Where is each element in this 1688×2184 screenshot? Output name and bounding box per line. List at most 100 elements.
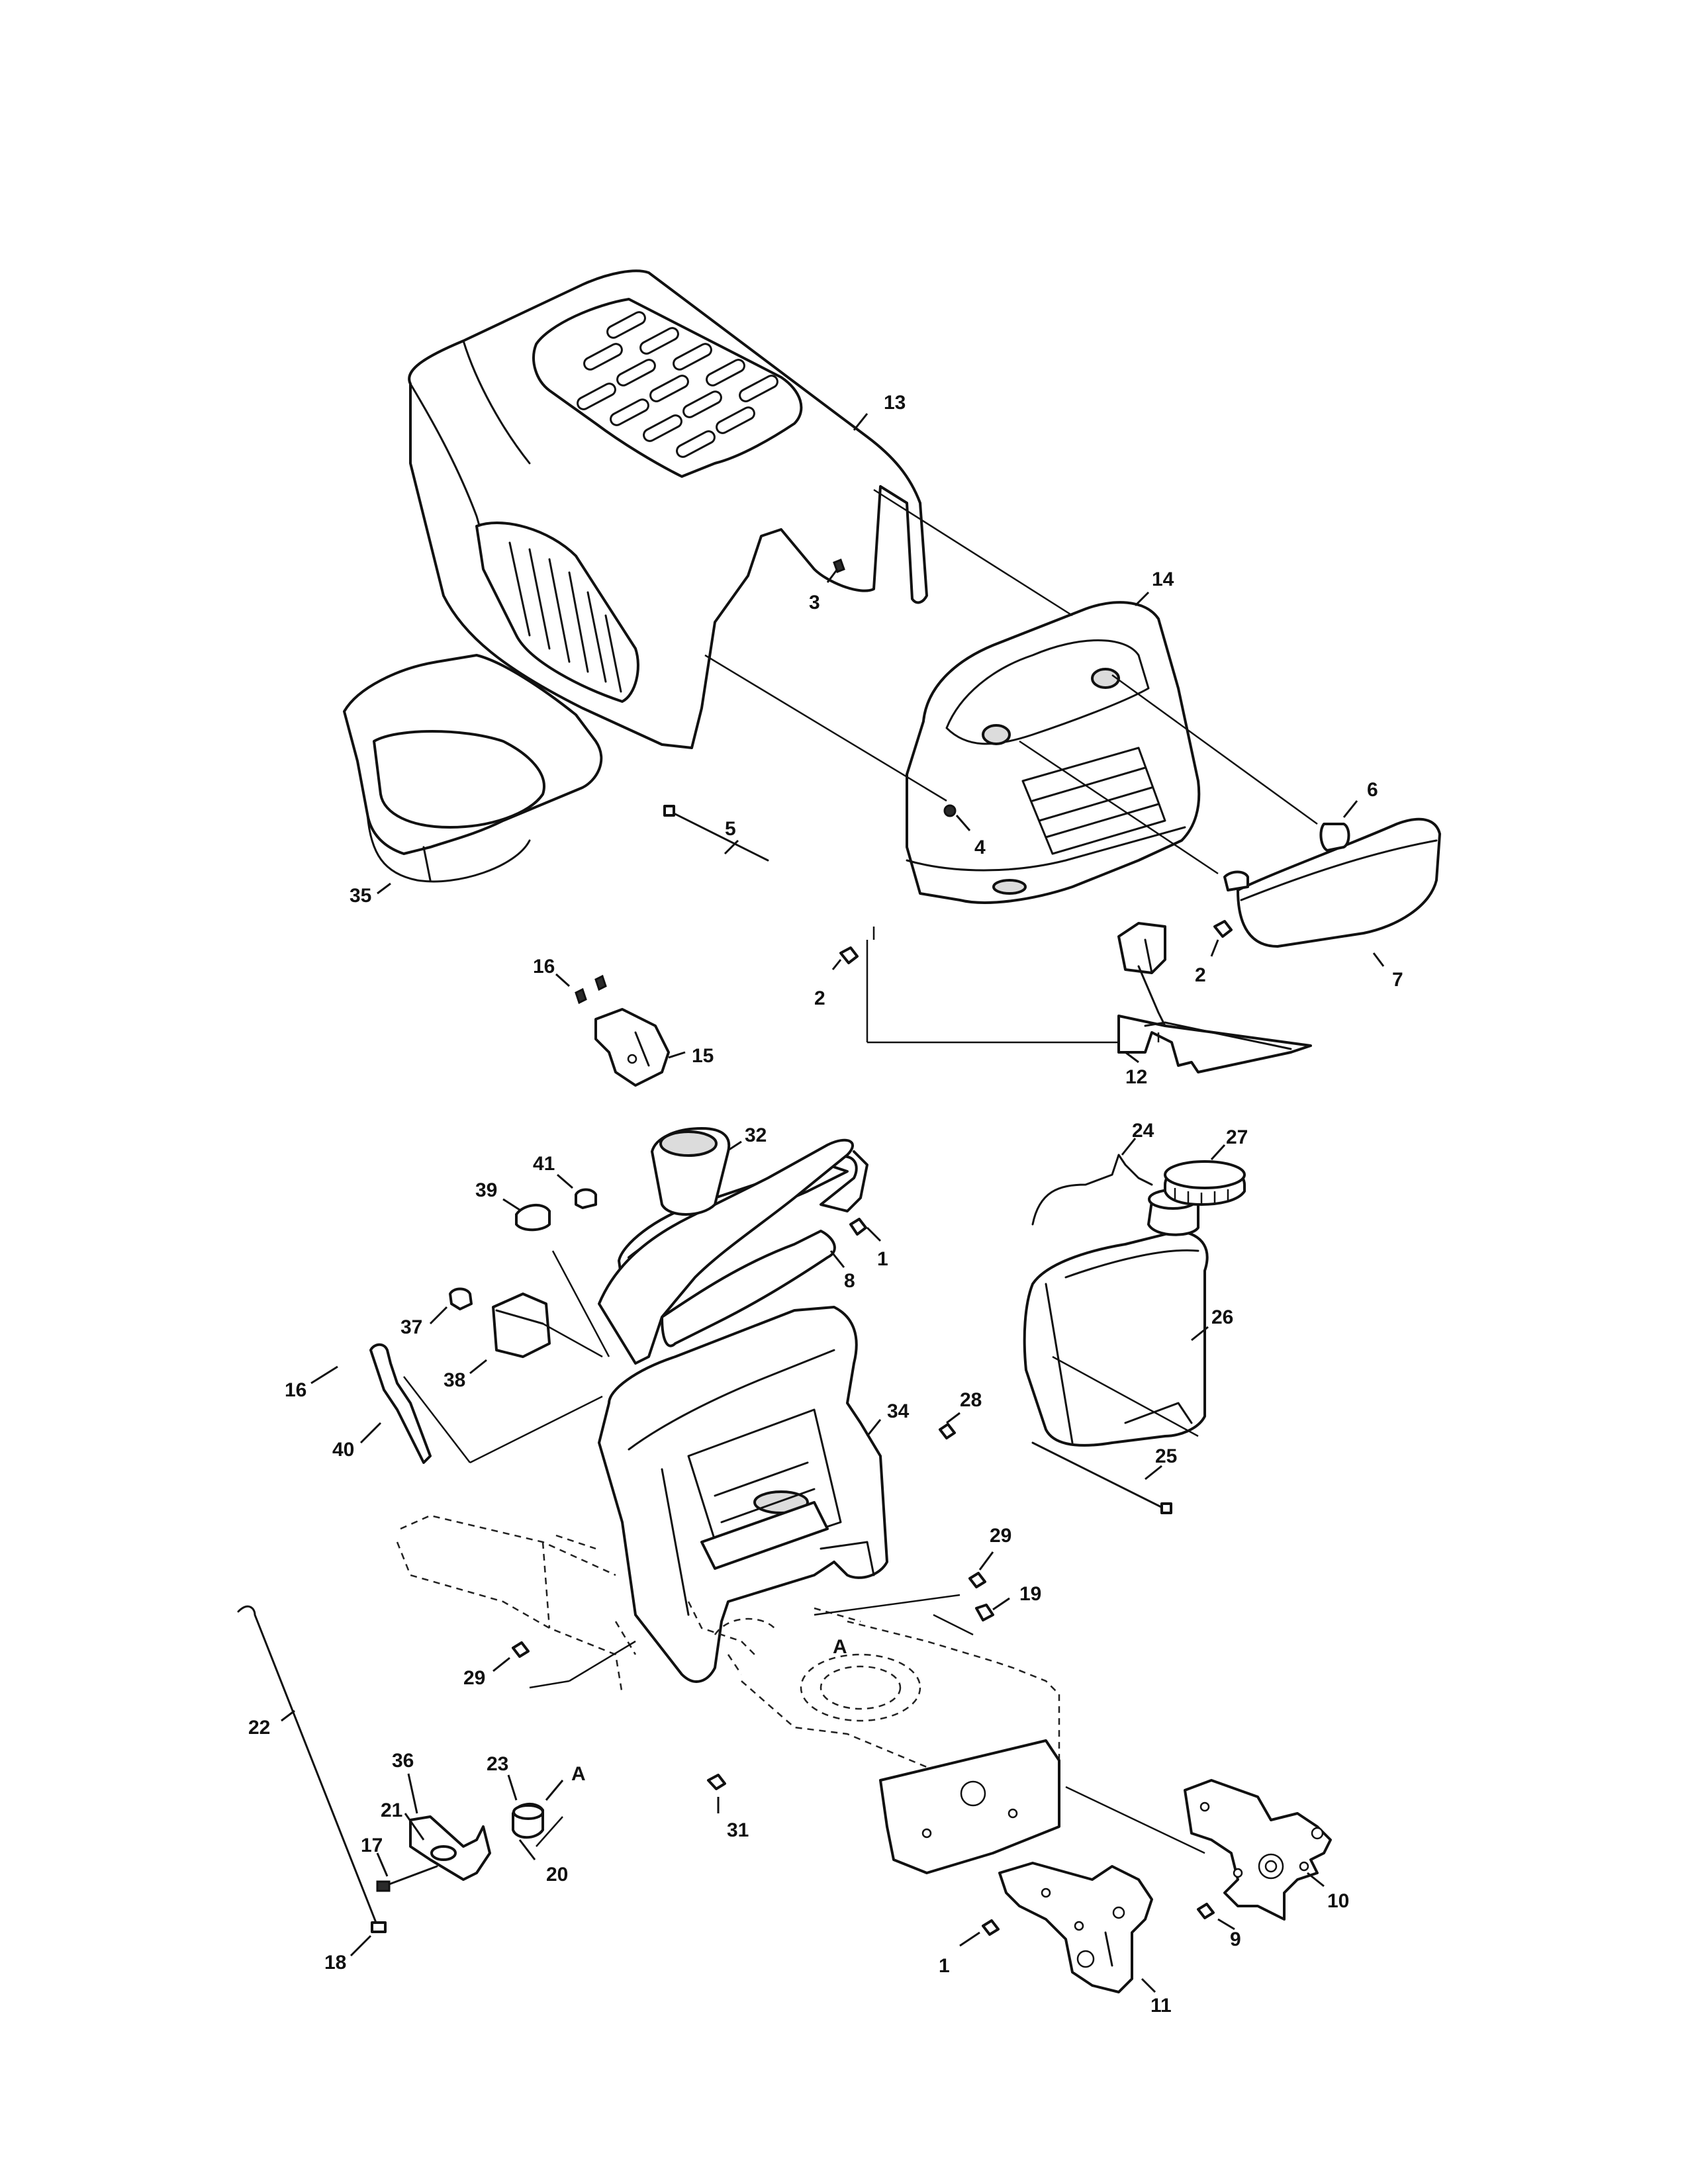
hood-side-grille (508, 541, 622, 693)
svg-text:16: 16 (285, 1379, 306, 1401)
svg-text:29: 29 (990, 1525, 1011, 1547)
fuel-cap-part (1164, 1160, 1246, 1206)
svg-text:27: 27 (1226, 1126, 1248, 1148)
svg-text:31: 31 (727, 1819, 749, 1841)
callout-17: 17 (361, 1835, 389, 1877)
svg-text:4: 4 (974, 837, 986, 858)
callout-15: 15 (668, 1045, 714, 1067)
bushing-part (512, 1802, 544, 1839)
svg-text:A: A (571, 1763, 586, 1785)
grille-headlight-right (1091, 668, 1120, 689)
callout-29-left: 29 (463, 1657, 510, 1689)
svg-text:21: 21 (381, 1799, 402, 1821)
hood-vent-slots (577, 311, 778, 458)
callout-29-right: 29 (978, 1525, 1011, 1570)
callout-38: 38 (444, 1359, 487, 1391)
callout-27: 27 (1210, 1126, 1248, 1161)
svg-text:1: 1 (939, 1955, 950, 1977)
svg-text:5: 5 (725, 818, 736, 840)
svg-text:11: 11 (1150, 1995, 1172, 2017)
callout-23: 23 (487, 1753, 518, 1801)
svg-text:6: 6 (1367, 779, 1378, 801)
left-bracket-part (998, 1862, 1153, 1993)
assembly-lines (403, 488, 1318, 1854)
callout-2-right: 2 (1195, 939, 1219, 986)
callout-21: 21 (381, 1799, 425, 1841)
svg-text:16: 16 (533, 956, 555, 978)
svg-text:22: 22 (248, 1717, 270, 1739)
callout-36: 36 (392, 1750, 418, 1814)
svg-text:17: 17 (361, 1835, 383, 1856)
callout-41: 41 (533, 1153, 573, 1189)
svg-text:14: 14 (1152, 569, 1174, 590)
callout-9: 9 (1217, 1918, 1241, 1950)
callout-34: 34 (866, 1400, 910, 1437)
plug-41-part (575, 1188, 597, 1209)
fuel-tank-part (1023, 1189, 1209, 1447)
callout-24: 24 (1121, 1120, 1154, 1156)
callout-1-top: 1 (866, 1226, 888, 1270)
svg-text:15: 15 (692, 1045, 714, 1067)
wire-part (1031, 1154, 1153, 1226)
frame-rear-plate (879, 1739, 1060, 1874)
switch-38-part (492, 1293, 551, 1358)
callout-8: 8 (829, 1250, 855, 1292)
callout-25: 25 (1145, 1445, 1177, 1480)
air-duct-part (343, 654, 603, 883)
callout-37: 37 (400, 1306, 448, 1338)
dash-console-part (598, 1306, 888, 1683)
callout-18: 18 (324, 1934, 372, 1974)
callout-22: 22 (248, 1709, 295, 1739)
svg-text:39: 39 (475, 1179, 497, 1201)
svg-text:37: 37 (400, 1316, 422, 1338)
callout-26: 26 (1191, 1306, 1233, 1342)
bumper-part (1237, 817, 1441, 948)
steering-column-cover-part (598, 1138, 854, 1365)
callout-13: 13 (853, 392, 906, 431)
callout-4: 4 (955, 815, 986, 858)
callout-5: 5 (724, 818, 739, 855)
cable-tie-25-part (1031, 1441, 1166, 1510)
svg-text:38: 38 (444, 1369, 465, 1391)
svg-text:40: 40 (332, 1439, 354, 1461)
svg-text:10: 10 (1327, 1890, 1349, 1912)
svg-text:23: 23 (487, 1753, 508, 1775)
svg-text:7: 7 (1392, 969, 1403, 991)
svg-text:20: 20 (546, 1864, 568, 1886)
callout-A-top: A (833, 1636, 847, 1658)
hardware-parts (512, 559, 1233, 1936)
svg-text:2: 2 (814, 987, 825, 1009)
svg-text:2: 2 (1195, 964, 1206, 986)
callout-1-bottom: 1 (939, 1931, 980, 1977)
svg-text:13: 13 (884, 392, 906, 414)
callout-28: 28 (946, 1389, 982, 1424)
svg-text:29: 29 (463, 1667, 485, 1689)
hood-bumper-part (1223, 823, 1350, 891)
callout-16-top: 16 (533, 956, 571, 987)
lever-40-part (369, 1343, 432, 1464)
svg-text:A: A (833, 1636, 847, 1658)
svg-text:32: 32 (745, 1124, 767, 1146)
svg-text:25: 25 (1155, 1445, 1177, 1467)
grille-headlight-left (982, 724, 1011, 745)
callout-20: 20 (518, 1839, 568, 1886)
svg-text:19: 19 (1019, 1583, 1041, 1605)
callout-10: 10 (1307, 1872, 1349, 1912)
svg-text:9: 9 (1230, 1929, 1241, 1950)
bracket-15-part (575, 974, 670, 1087)
steering-cone-part (651, 1127, 731, 1216)
grille-bracket-part (1117, 922, 1312, 1073)
callout-3: 3 (809, 569, 839, 614)
hood-part (408, 269, 928, 749)
bolt-17-part (376, 1865, 438, 1892)
callout-A-bottom: A (545, 1763, 586, 1801)
callout-35: 35 (350, 882, 391, 907)
svg-text:24: 24 (1132, 1120, 1154, 1142)
callout-6: 6 (1342, 779, 1378, 818)
svg-text:34: 34 (887, 1400, 910, 1422)
svg-text:41: 41 (533, 1153, 555, 1175)
lift-bracket-part (409, 1815, 491, 1881)
svg-text:12: 12 (1125, 1066, 1147, 1088)
svg-text:8: 8 (844, 1270, 855, 1292)
